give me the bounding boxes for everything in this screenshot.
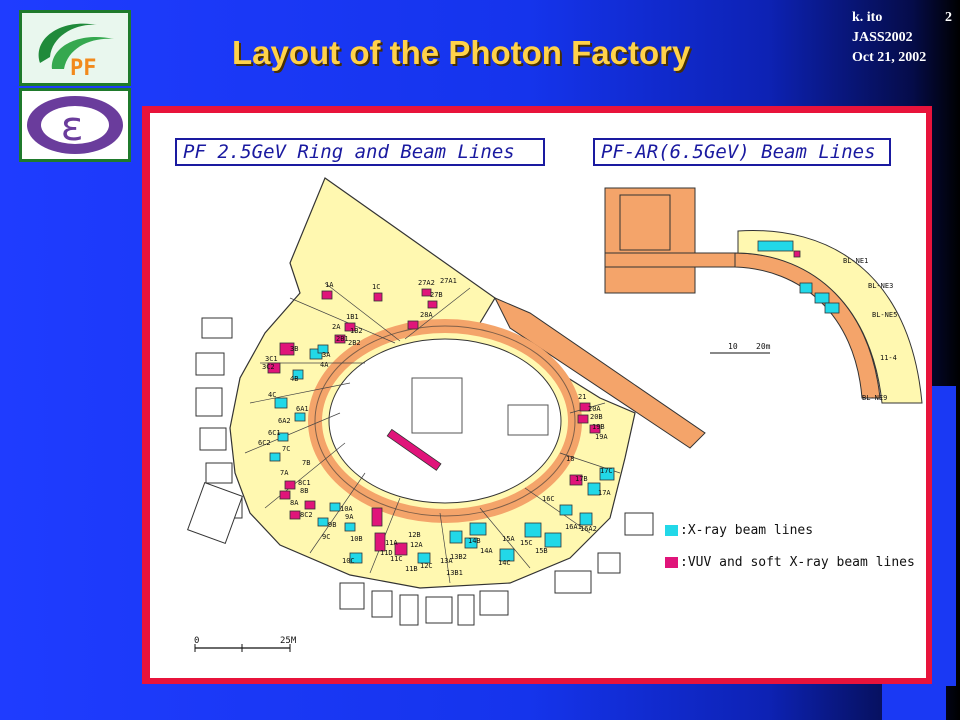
beamline-label: 11B [405,565,418,573]
legend-vuv-label: :VUV and soft X-ray beam lines [680,555,915,570]
scale-ar-start: 10 [728,342,738,351]
beamline-label: 11D [380,549,393,557]
pf-logo: PF [19,10,131,86]
kek-logo-text: ε [60,104,84,150]
decor-tab-top [932,386,956,686]
beamline-label: 11A [385,539,398,547]
beamline-label: 8B [300,487,308,495]
legend-vuv-swatch [665,557,678,568]
beamline-label: 15A [502,535,515,543]
beamline-label: 14C [498,559,511,567]
beamline-label: 20B [590,413,603,421]
beamline-label: 17A [598,489,611,497]
beamline-label: 4B [290,375,298,383]
scale-ar-end: 20m [756,342,771,351]
beamline-label: 14A [480,547,493,555]
beamline-label: 16A2 [580,525,597,533]
floor-plan: 0 25M 10 20m BL-NE1 BL-NE3 BL-NE5 11-4 B… [187,177,923,652]
beamline-label: 13B1 [446,569,463,577]
beamline-label: 12B [408,531,421,539]
pf-logo-text: PF [70,56,97,81]
legend-xray-swatch [665,525,678,536]
beamline-label: 27B [430,291,443,299]
beamline-label: 12A [410,541,423,549]
beamline-label: 8C1 [298,479,311,487]
beamline-label: 1B1 [346,313,359,321]
beamline-label: 8A [290,499,299,507]
pf-ar-header: PF-AR(6.5GeV) Beam Lines [593,138,891,166]
beamline-label: 28A [420,311,433,319]
beamline-label: 4C [268,391,276,399]
beamline-label: 11C [390,555,403,563]
beamline-label: 3C2 [262,363,275,371]
ar-label-ne5: BL-NE5 [872,311,897,319]
beamline-label: 13A [440,557,453,565]
ar-label-ne3: BL-NE3 [868,282,893,290]
beamline-label: 15B [535,547,548,555]
beamline-label: 14B [468,537,481,545]
beamline-label: 20A [588,405,601,413]
legend-vuv: :VUV and soft X-ray beam lines [665,555,915,570]
page-number: 2 [945,10,952,25]
beamline-label: 3B [290,345,298,353]
beamline-label: 27A1 [440,277,457,285]
beamline-label: 1A [325,281,334,289]
scale-pf-zero: 0 [194,636,199,646]
beamline-label: 2A [332,323,341,331]
beamline-label: 17C [600,467,613,475]
beamline-label: 18 [566,455,574,463]
beamline-label: 7C [282,445,290,453]
beamline-label: 9A [345,513,354,521]
event-name: JASS2002 [852,30,913,45]
beamline-label: 19B [592,423,605,431]
beamline-label: 15C [520,539,533,547]
beamline-label: 19A [595,433,608,441]
beamline-label: 8C2 [300,511,313,519]
beamline-label: 27A2 [418,279,435,287]
beamline-label: 17B [575,475,588,483]
beamline-label: 7A [280,469,289,477]
beamline-label: 1B2 [350,327,363,335]
ar-label-ne1: BL-NE1 [843,257,868,265]
beamline-label: 2B1 [336,335,349,343]
beamline-label: 6A2 [278,417,291,425]
beamline-label: 6A1 [296,405,309,413]
beamline-label: 21 [578,393,586,401]
pf-ring-header: PF 2.5GeV Ring and Beam Lines [175,138,545,166]
beamline-label: 13B2 [450,553,467,561]
beamline-label: 16C [542,495,555,503]
beamline-label: 12C [420,562,433,570]
scale-pf-end: 25M [280,636,297,646]
ar-label-11-4: 11-4 [880,354,897,362]
facility-diagram: PF 2.5GeV Ring and Beam Lines PF-AR(6.5G… [150,113,926,678]
slide-meta: k. ito 2 JASS2002 Oct 21, 2002 [852,8,952,68]
beamline-label: 10B [350,535,363,543]
beamline-label: 2B2 [348,339,361,347]
ar-label-ne9: BL-NE9 [862,394,887,402]
beamline-label: 9B [328,521,336,529]
beamline-label: 1C [372,283,380,291]
kek-logo: ε [19,88,131,162]
beamline-label: 3A [322,351,331,359]
beamline-label: 16A1 [565,523,582,531]
author: k. ito [852,10,883,25]
beamline-label: 7B [302,459,310,467]
beamline-label: 9C [322,533,330,541]
beamline-label: 3C1 [265,355,278,363]
beamline-label: 6C2 [258,439,271,447]
beamline-label: 10C [342,557,355,565]
legend-xray-label: :X-ray beam lines [680,523,814,538]
legend-xray: :X-ray beam lines [665,523,813,538]
beamline-label: 10A [340,505,353,513]
slide-date: Oct 21, 2002 [852,50,927,65]
decor-tab-bottom [882,682,946,720]
beamline-label: 4A [320,361,329,369]
beamline-label: 6C1 [268,429,281,437]
page-title: Layout of the Photon Factory [232,34,691,71]
